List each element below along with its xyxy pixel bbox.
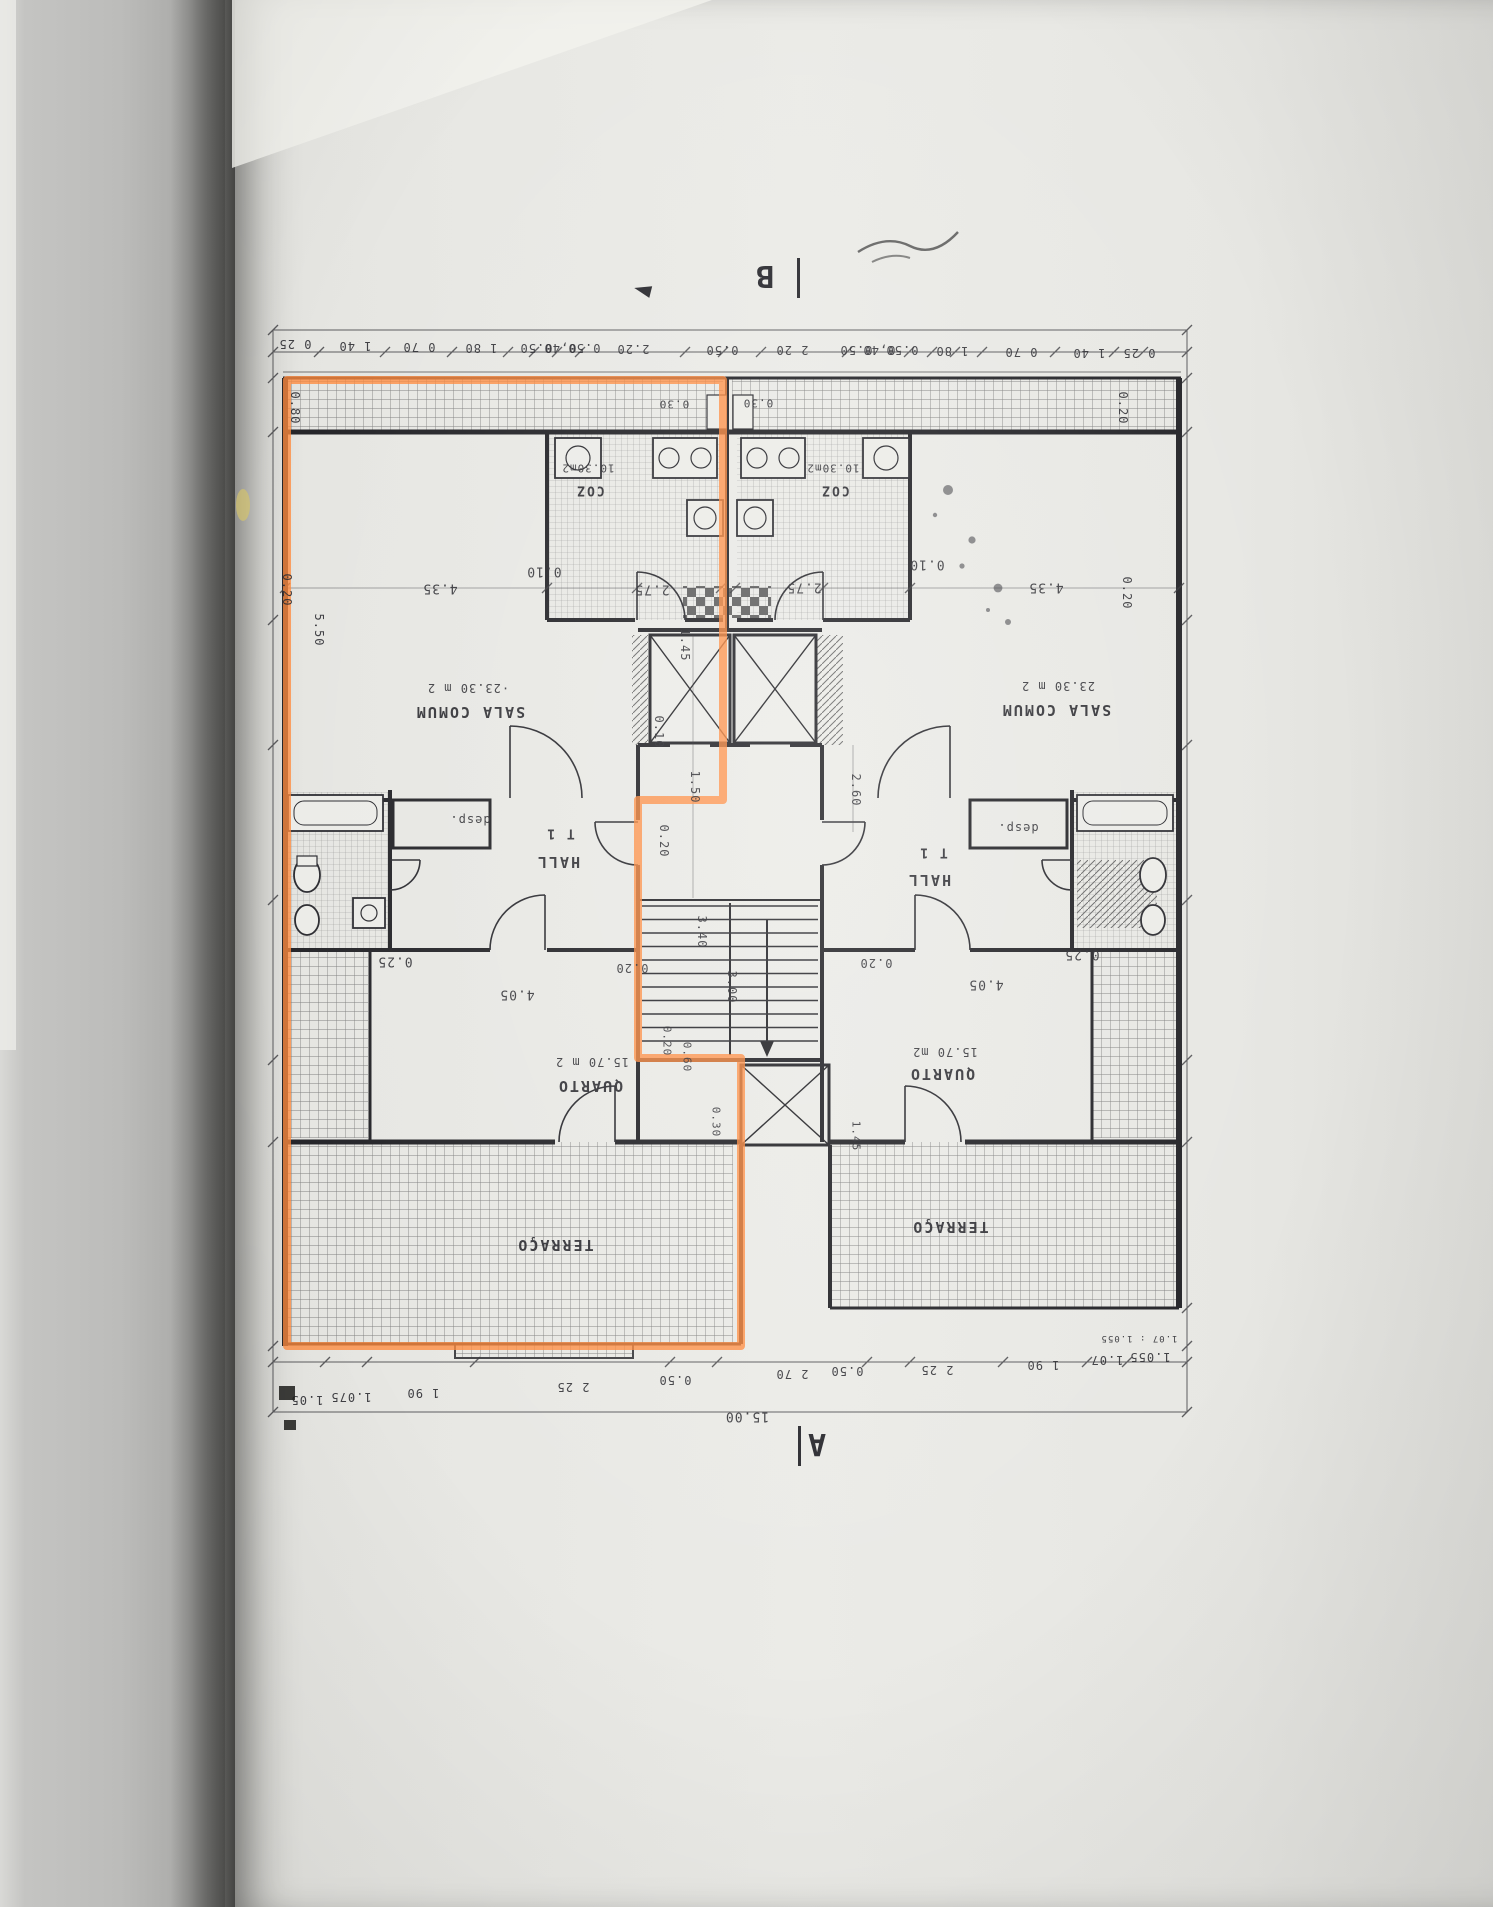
floor-plan-drawing bbox=[267, 324, 1193, 1418]
duct-right bbox=[817, 635, 843, 745]
fixtures bbox=[287, 394, 1174, 936]
balcony-right bbox=[732, 378, 1181, 432]
toilet-right bbox=[1139, 857, 1167, 893]
balcony-divider-right bbox=[732, 394, 754, 430]
section-bar-b bbox=[797, 258, 800, 298]
page-edge-highlight bbox=[0, 0, 16, 1050]
section-label-a: A bbox=[808, 1426, 827, 1461]
doors bbox=[389, 571, 1073, 1143]
bidet-left bbox=[294, 904, 320, 936]
planter-left bbox=[287, 952, 368, 1138]
section-label-b: B bbox=[756, 258, 775, 293]
binder-mark-2 bbox=[284, 1420, 296, 1430]
terrace-left bbox=[285, 1142, 733, 1344]
stair-treads bbox=[642, 905, 818, 1042]
binder-mark-1 bbox=[279, 1386, 295, 1400]
terrace-right bbox=[830, 1142, 1179, 1308]
balcony-left bbox=[283, 378, 723, 432]
section-bar-a bbox=[798, 1426, 801, 1466]
bidet-right bbox=[1140, 904, 1166, 936]
dimension-lines bbox=[267, 324, 1193, 1418]
planter-right bbox=[1092, 952, 1179, 1138]
ink-stains bbox=[932, 485, 1011, 625]
paper-page bbox=[235, 0, 1493, 1907]
duct-left bbox=[632, 635, 648, 745]
highlighted-unit-outline bbox=[283, 376, 745, 1350]
stair-arrow bbox=[760, 1041, 774, 1057]
hatched-floors bbox=[283, 378, 1181, 1359]
